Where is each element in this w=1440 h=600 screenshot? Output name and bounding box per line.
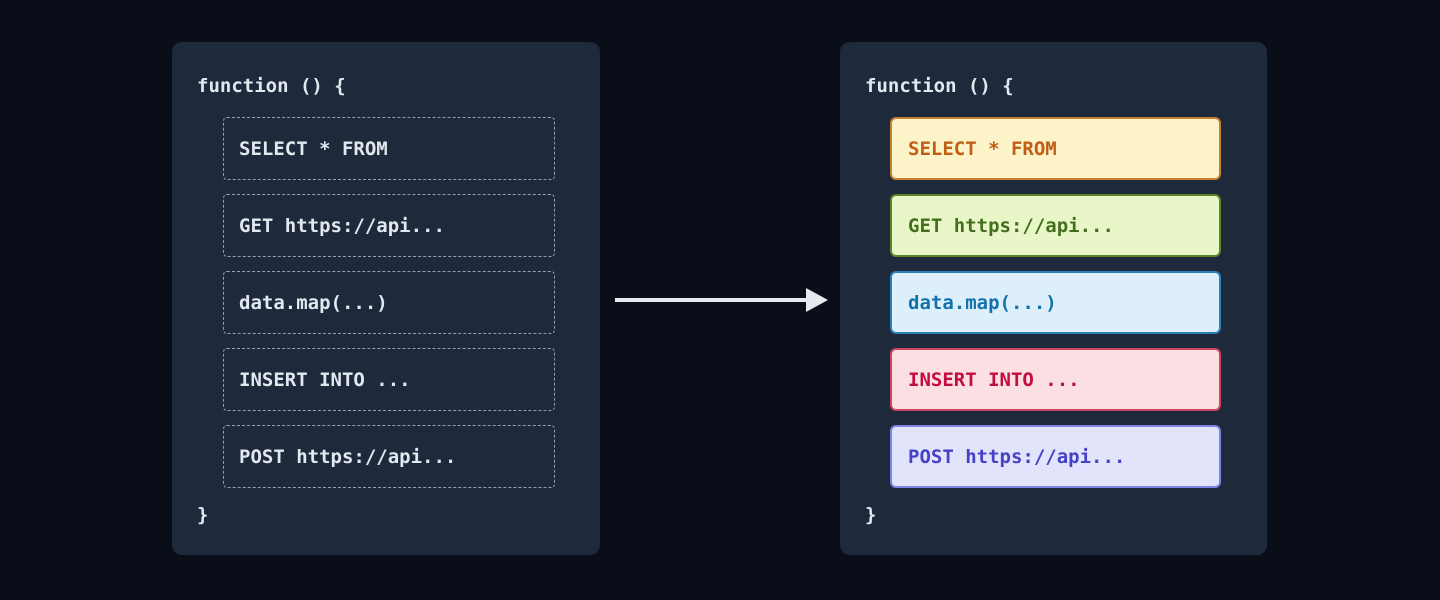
code-block: INSERT INTO ... [223,348,555,411]
function-open-line: function () { [197,75,346,97]
code-block: SELECT * FROM [223,117,555,180]
code-block: POST https://api... [223,425,555,488]
function-open-line: function () { [865,75,1014,97]
code-block: data.map(...) [890,271,1221,334]
function-close-line: } [197,504,209,526]
code-block: POST https://api... [890,425,1221,488]
code-block: INSERT INTO ... [890,348,1221,411]
transform-arrow-shaft [615,298,807,302]
left-code-panel: function () { SELECT * FROM GET https://a… [172,42,600,555]
uncategorized-block-list: SELECT * FROM GET https://api... data.map(… [223,117,555,488]
code-block: GET https://api... [890,194,1221,257]
categorized-block-list: SELECT * FROM GET https://api... data.map(… [890,117,1221,488]
code-block: GET https://api... [223,194,555,257]
function-close-line: } [865,504,877,526]
right-code-panel: function () { SELECT * FROM GET https://a… [840,42,1267,555]
code-block: SELECT * FROM [890,117,1221,180]
transform-arrow-head-icon [806,288,828,312]
code-block: data.map(...) [223,271,555,334]
